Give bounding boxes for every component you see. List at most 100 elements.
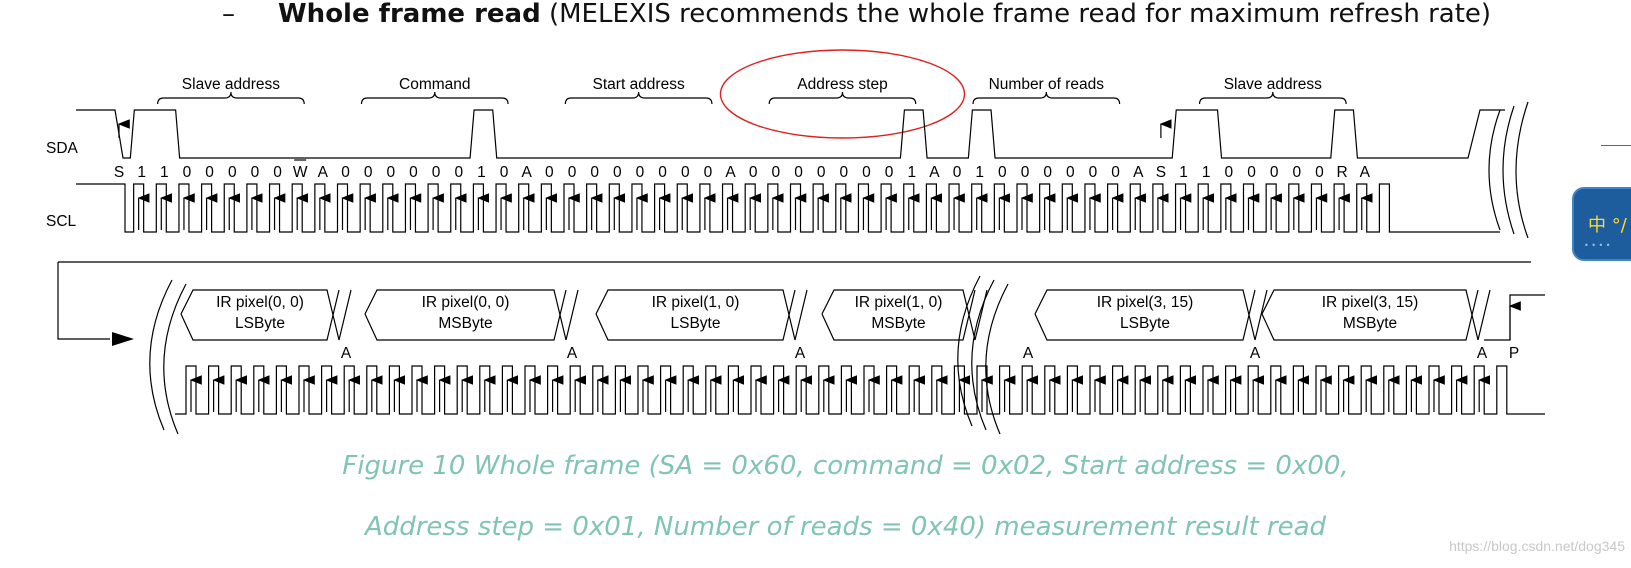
data-block-line2: LSByte xyxy=(671,315,721,332)
break-curve xyxy=(957,275,981,427)
ime-glyph: 中 °/ xyxy=(1588,215,1627,236)
bit-label: 0 xyxy=(772,164,781,181)
bit-label: 0 xyxy=(568,164,577,181)
bit-label: 0 xyxy=(885,164,894,181)
bit-label: 1 xyxy=(477,164,486,181)
group-label: Address step xyxy=(797,76,887,93)
bit-label: 0 xyxy=(590,164,599,181)
break-curve xyxy=(985,283,1009,435)
bit-label: 0 xyxy=(1247,164,1256,181)
bit-label: 1 xyxy=(975,164,984,181)
data-block-line1: IR pixel(1, 0) xyxy=(652,294,740,311)
bit-label: 0 xyxy=(251,164,260,181)
scl-label: SCL xyxy=(46,213,77,230)
data-block-outline xyxy=(595,289,808,341)
bit-label: A xyxy=(522,164,533,181)
data-block-outline xyxy=(821,289,988,341)
ime-dots: • • • • xyxy=(1584,241,1611,250)
data-block-outline xyxy=(1261,289,1491,341)
break-curve xyxy=(163,283,187,435)
bit-label: 0 xyxy=(1043,164,1052,181)
bit-label: 0 xyxy=(183,164,192,181)
data-block-line1: IR pixel(0, 0) xyxy=(422,294,510,311)
data-block-line1: IR pixel(3, 15) xyxy=(1322,294,1418,311)
row2-ack-label: A xyxy=(341,345,352,362)
bit-label: 0 xyxy=(500,164,509,181)
stop-sda xyxy=(1484,294,1545,341)
data-block-outline xyxy=(1034,289,1268,341)
break-curve xyxy=(149,279,173,431)
bit-label: A xyxy=(725,164,736,181)
bit-label: 0 xyxy=(1225,164,1234,181)
bit-label: S xyxy=(1156,164,1166,181)
data-block-line1: IR pixel(1, 0) xyxy=(855,294,943,311)
bit-label: 0 xyxy=(817,164,826,181)
ime-language-icon[interactable]: 中 °/ • • • • xyxy=(1572,187,1631,261)
break-curve xyxy=(1502,105,1515,235)
row2-ack-label: A xyxy=(795,345,806,362)
row-connector-arrow xyxy=(112,332,134,346)
group-brace xyxy=(1198,91,1347,105)
highlight-ellipse xyxy=(719,49,966,139)
group-label: Command xyxy=(399,76,471,93)
break-curve xyxy=(971,279,995,431)
bit-label: 0 xyxy=(862,164,871,181)
row-connector xyxy=(57,262,110,340)
bit-label: A xyxy=(1360,164,1371,181)
bit-label: A xyxy=(1133,164,1144,181)
data-block-outline xyxy=(1261,289,1479,341)
bit-label: 1 xyxy=(160,164,169,181)
bit-label: 0 xyxy=(273,164,282,181)
bit-label: A xyxy=(929,164,940,181)
sda-waveform xyxy=(76,109,1505,159)
data-block-line2: MSByte xyxy=(438,315,492,332)
group-brace xyxy=(564,91,713,105)
bit-label: 0 xyxy=(1292,164,1301,181)
bit-label: 0 xyxy=(545,164,554,181)
heading-rest: (MELEXIS recommends the whole frame read… xyxy=(540,0,1492,29)
group-label: Slave address xyxy=(182,76,280,93)
bit-label: 0 xyxy=(205,164,214,181)
bit-label: 1 xyxy=(137,164,146,181)
group-label: Start address xyxy=(593,76,685,93)
bit-label: 1 xyxy=(907,164,916,181)
data-block-line2: MSByte xyxy=(1343,315,1397,332)
group-label: Slave address xyxy=(1224,76,1322,93)
group-brace xyxy=(360,91,509,105)
row2-ack-label: A xyxy=(567,345,578,362)
bit-label: 0 xyxy=(364,164,373,181)
bit-label: 0 xyxy=(341,164,350,181)
bit-label: 0 xyxy=(681,164,690,181)
row2-ack-label: P xyxy=(1509,345,1519,362)
scl-waveform-row2 xyxy=(175,365,1545,415)
bit-label: 0 xyxy=(839,164,848,181)
data-block-line1: IR pixel(3, 15) xyxy=(1097,294,1193,311)
row2-ack-label: A xyxy=(1250,345,1261,362)
bit-label: W xyxy=(293,164,308,181)
bit-label: S xyxy=(114,164,124,181)
break-curve xyxy=(1515,101,1529,239)
data-block-outline xyxy=(364,289,579,341)
data-block-outline xyxy=(821,289,976,341)
data-block-outline xyxy=(364,289,567,341)
watermark: https://blog.csdn.net/dog345 xyxy=(1449,538,1625,554)
bit-label: 0 xyxy=(794,164,803,181)
heading-bold: Whole frame read xyxy=(278,0,541,29)
bit-label: 0 xyxy=(953,164,962,181)
figure-caption-line-2: Address step = 0x01, Number of reads = 0… xyxy=(364,512,1327,542)
data-block-outline xyxy=(180,289,340,341)
section-heading: –Whole frame read (MELEXIS recommends th… xyxy=(222,0,1491,32)
bit-label: R xyxy=(1336,164,1347,181)
row2-ack-label: A xyxy=(1477,345,1488,362)
bit-label: 1 xyxy=(1202,164,1211,181)
bit-label: 1 xyxy=(1179,164,1188,181)
row2-ack-label: A xyxy=(1023,345,1034,362)
data-block-outline xyxy=(1034,289,1256,341)
data-block-line2: MSByte xyxy=(871,315,925,332)
data-block-outline xyxy=(595,289,796,341)
bit-label: 0 xyxy=(432,164,441,181)
bit-label: 0 xyxy=(1089,164,1098,181)
bit-label: 0 xyxy=(1315,164,1324,181)
bit-label: 0 xyxy=(658,164,667,181)
